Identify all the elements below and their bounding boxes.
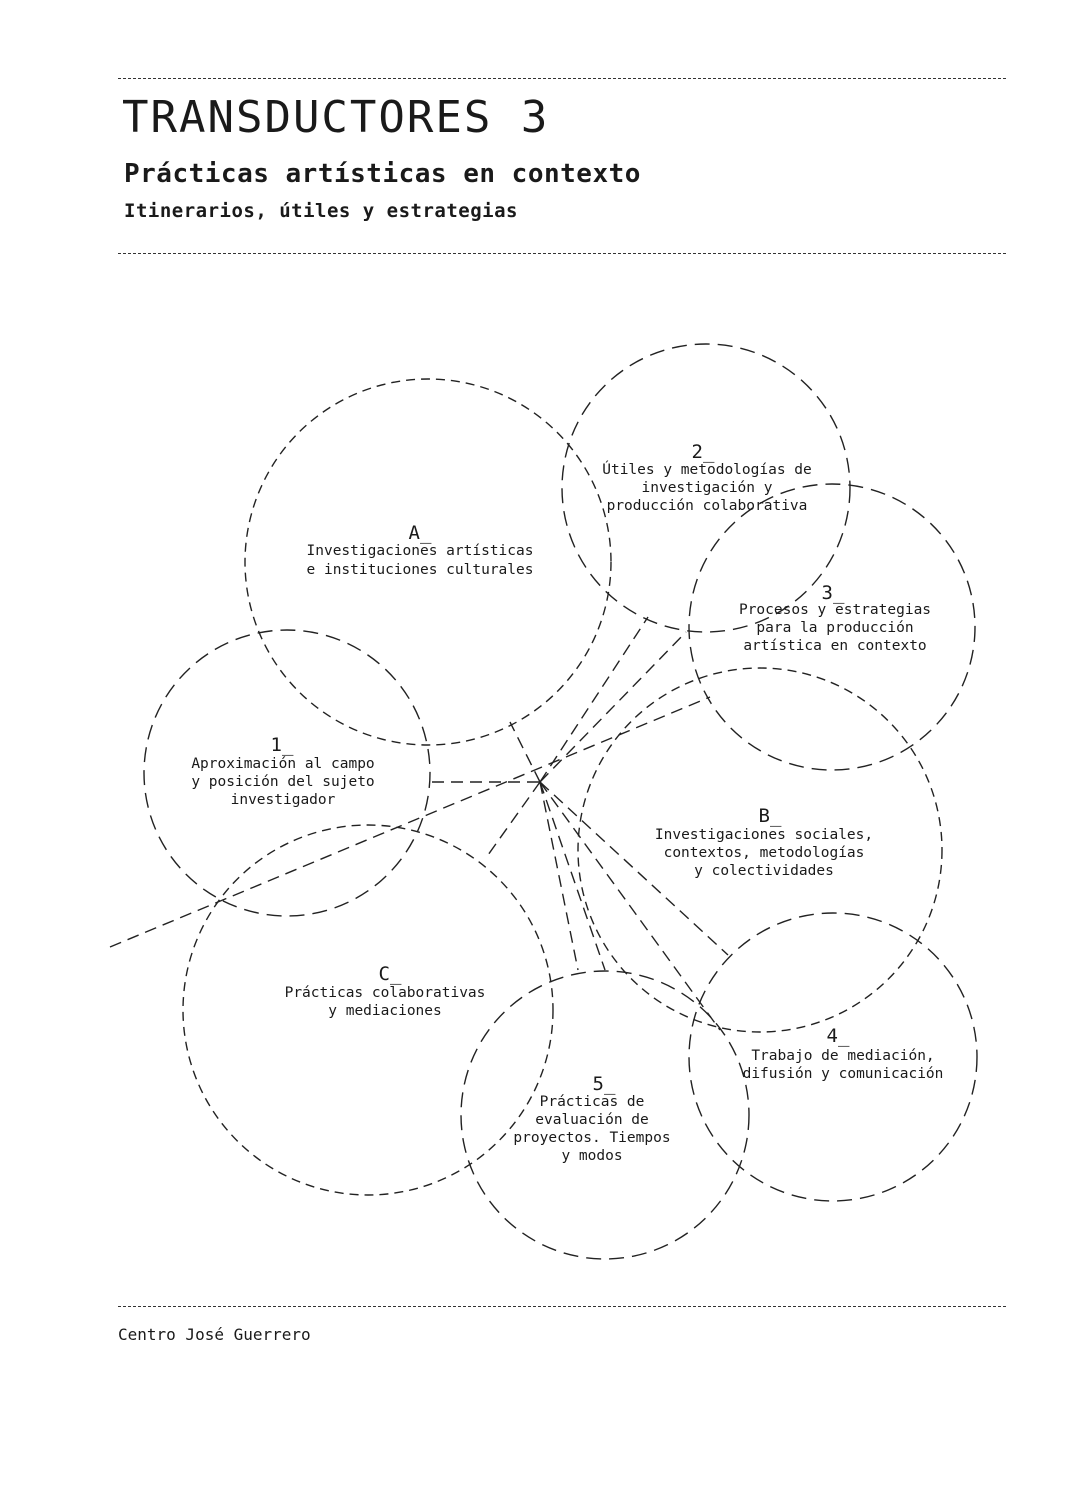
connector-line: [539, 781, 729, 956]
node-text-line: y modos: [561, 1148, 622, 1164]
connector-line: [539, 781, 721, 1031]
circle-3: [688, 483, 976, 771]
node-text-line: Prácticas de: [540, 1094, 645, 1110]
node-text-line: y colectividades: [694, 863, 834, 879]
node-label-B: B_ Investigaciones sociales, contextos, …: [655, 805, 873, 879]
connector-line: [539, 781, 606, 971]
node-text-line: Útiles y metodologías de: [602, 460, 812, 478]
header-bottom-divider: [118, 253, 1006, 254]
circle-5: [460, 970, 750, 1260]
connector-line: [487, 781, 541, 856]
node-label-1: 1_ Aproximación al campo y posición del …: [191, 734, 374, 808]
node-label-5: 5_ Prácticas de evaluación de proyectos.…: [513, 1073, 670, 1164]
node-label-4: 4_ Trabajo de mediación, difusión y comu…: [743, 1025, 944, 1082]
circle-A: [244, 378, 612, 746]
node-tag: C_: [379, 963, 402, 985]
connector-line: [539, 781, 579, 971]
node-text-line: Procesos y estrategias: [739, 602, 931, 618]
node-text-line: proyectos. Tiempos: [513, 1130, 670, 1146]
node-tag: 1_: [271, 734, 294, 756]
node-text-line: investigación y: [642, 480, 773, 496]
circle-C: [182, 824, 554, 1196]
node-label-A: A_ Investigaciones artísticas e instituc…: [307, 522, 534, 578]
node-tag: 3_: [822, 582, 845, 604]
node-text-line: Trabajo de mediación,: [751, 1048, 934, 1064]
page-title: TRANSDUCTORES 3: [122, 92, 550, 143]
node-text-line: artística en contexto: [743, 638, 926, 654]
footer-divider: [118, 1306, 1006, 1307]
node-labels: A_ Investigaciones artísticas e instituc…: [191, 441, 943, 1164]
node-text-line: difusión y comunicación: [743, 1066, 944, 1082]
connector-line: [539, 631, 687, 783]
connector-line: [509, 721, 541, 783]
node-text-line: Investigaciones sociales,: [655, 827, 873, 843]
footer-institution: Centro José Guerrero: [118, 1325, 311, 1344]
circle-1: [143, 629, 431, 917]
node-text-line: contextos, metodologías: [664, 845, 865, 861]
circle-4: [688, 912, 978, 1202]
node-label-2: 2_ Útiles y metodologías de investigació…: [602, 441, 812, 514]
node-tag: B_: [759, 805, 782, 827]
node-text-line: y mediaciones: [328, 1003, 442, 1019]
node-text-line: Prácticas colaborativas: [285, 985, 486, 1001]
circle-2: [561, 343, 851, 633]
node-tag: A_: [409, 522, 432, 544]
node-text-line: investigador: [231, 792, 336, 808]
node-tag: 4_: [827, 1025, 850, 1047]
connector-lines: [109, 616, 729, 1031]
page-subsubtitle: Itinerarios, útiles y estrategias: [124, 200, 518, 222]
node-text-line: Aproximación al campo: [191, 756, 374, 772]
circles: [143, 343, 978, 1260]
node-tag: 2_: [692, 441, 715, 463]
page-subtitle: Prácticas artísticas en contexto: [124, 159, 641, 189]
top-divider: [118, 78, 1006, 79]
connector-line: [109, 696, 711, 948]
node-text-line: producción colaborativa: [607, 498, 808, 514]
circle-B: [577, 667, 943, 1033]
node-text-line: Investigaciones artísticas: [307, 543, 534, 559]
node-label-C: C_ Prácticas colaborativas y mediaciones: [285, 963, 486, 1019]
node-text-line: evaluación de: [535, 1112, 649, 1128]
node-text-line: e instituciones culturales: [307, 562, 534, 578]
circle-diagram: A_ Investigaciones artísticas e instituc…: [109, 343, 978, 1260]
node-text-line: para la producción: [756, 620, 913, 636]
node-label-3: 3_ Procesos y estrategias para la produc…: [739, 582, 931, 654]
node-tag: 5_: [593, 1073, 616, 1095]
connector-line: [539, 616, 649, 783]
node-text-line: y posición del sujeto: [191, 774, 374, 790]
